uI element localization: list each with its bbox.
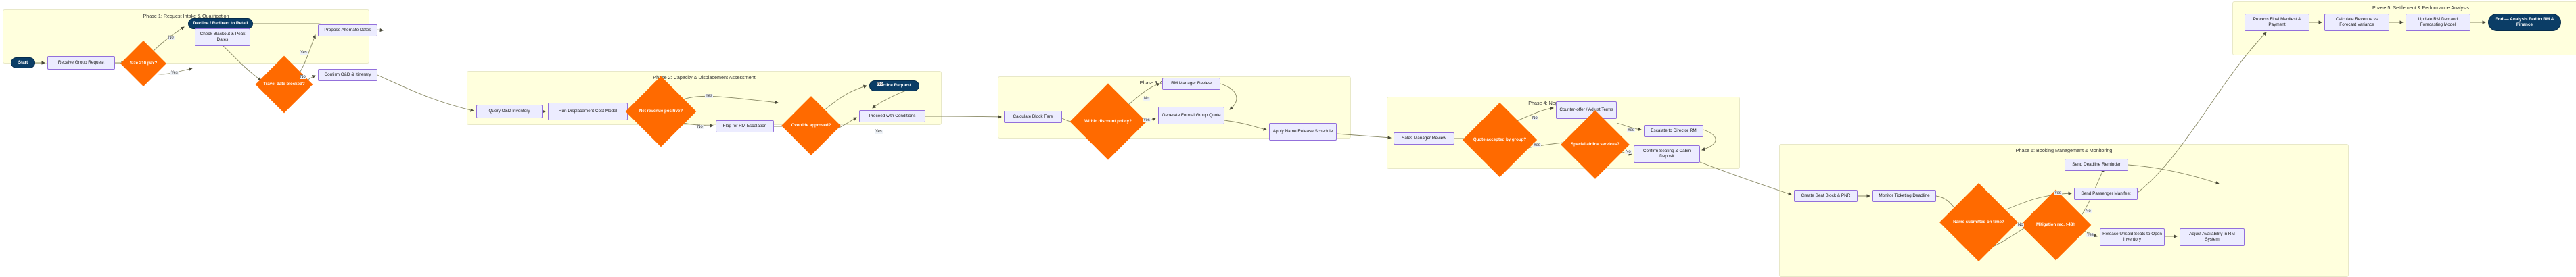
- decision-label: Special airline services?: [1571, 142, 1619, 147]
- process-node-blackout[interactable]: Check Blackout & Peak Dates: [195, 28, 250, 46]
- process-node-release[interactable]: Release Unsold Seats to Open Inventory: [2100, 228, 2165, 246]
- edge-label-e3: Yes: [300, 51, 308, 55]
- process-node-blockfare[interactable]: Calculate Block Fare: [1004, 111, 1062, 123]
- decision-label: Name submitted on time?: [1953, 220, 2004, 225]
- process-node-genquote[interactable]: Generate Formal Group Quote: [1158, 107, 1224, 124]
- decision-node-override[interactable]: Override approved?: [781, 96, 841, 155]
- process-node-proceed[interactable]: Proceed with Conditions: [859, 110, 925, 122]
- decision-label: Quote accepted by group?: [1473, 137, 1527, 143]
- edge-label-e18: No: [2085, 209, 2092, 213]
- process-node-calcrev[interactable]: Calculate Revenue vs Forecast Variance: [2324, 14, 2389, 31]
- decision-node-netrev[interactable]: Net revenue positive?: [625, 76, 697, 147]
- decision-label: Mitigation rec. >48h: [2036, 222, 2075, 228]
- edge-label-e11: No: [1532, 116, 1538, 120]
- edge-label-e17: Yes: [2086, 233, 2094, 237]
- edge-label-e16: No: [2017, 223, 2024, 227]
- decision-node-namesat[interactable]: Name submitted on time?: [1939, 183, 2018, 261]
- edge-label-e9: No: [1143, 97, 1150, 101]
- decision-label: Net revenue positive?: [639, 109, 683, 114]
- edge-label-e4: No: [300, 75, 306, 79]
- process-node-inv[interactable]: Query O&D Inventory: [476, 105, 543, 118]
- process-node-rmrev[interactable]: RM Manager Review: [1162, 78, 1220, 90]
- process-node-receive[interactable]: Receive Group Request: [47, 56, 115, 70]
- decision-label: Within discount policy?: [1084, 119, 1132, 124]
- edge-label-e6: No: [697, 125, 704, 129]
- edge-label-e2: Yes: [170, 71, 179, 75]
- process-node-dispm[interactable]: Run Displacement Cost Model: [548, 103, 628, 120]
- decision-node-quoteacc[interactable]: Quote accepted by group?: [1462, 102, 1538, 178]
- edge-label-e5: Yes: [705, 94, 713, 98]
- process-node-counter[interactable]: Counter-offer / Adjust Terms: [1556, 101, 1617, 119]
- decision-label: Size ≥10 pax?: [129, 61, 158, 66]
- phase-title: Phase 2: Capacity & Displacement Assessm…: [653, 74, 756, 80]
- edge-label-e14: No: [1625, 150, 1632, 154]
- decision-node-size[interactable]: Size ≥10 pax?: [120, 41, 166, 86]
- process-node-applyrules[interactable]: Apply Name Release Schedule: [1269, 123, 1337, 141]
- decision-label: Travel date blocked?: [263, 82, 305, 87]
- phase-container-p1: Phase 1: Request Intake & Qualification: [3, 9, 369, 64]
- decision-node-special[interactable]: Special airline services?: [1561, 110, 1630, 179]
- edge-label-e7: No: [877, 82, 883, 86]
- edge-label-e10: Yes: [1143, 118, 1151, 122]
- process-node-alt[interactable]: Propose Alternate Dates: [318, 24, 377, 36]
- process-node-confirmseat[interactable]: Confirm Seating & Cabin Deposit: [1634, 145, 1700, 163]
- process-node-ticketing[interactable]: Monitor Ticketing Deadline: [1872, 190, 1936, 202]
- decision-node-discount[interactable]: Within discount policy?: [1070, 83, 1147, 160]
- edge-label-e1: No: [168, 36, 175, 40]
- process-node-seatdead[interactable]: Send Deadline Reminder: [2065, 159, 2128, 171]
- process-node-pnr[interactable]: Create Seat Block & PNR: [1794, 190, 1858, 202]
- edge-label-e13: Yes: [1627, 128, 1635, 132]
- terminator-node-endnode[interactable]: End — Analysis Fed to RM & Finance: [2488, 14, 2561, 31]
- process-node-flagrm[interactable]: Flag for RM Escalation: [716, 120, 774, 132]
- process-node-salesmgr[interactable]: Sales Manager Review: [1394, 132, 1454, 145]
- edge-label-e15: Yes: [2054, 191, 2062, 195]
- process-node-confirm[interactable]: Confirm O&D & Itinerary: [318, 69, 377, 81]
- phase-title: Phase 6: Booking Management & Monitoring: [2015, 147, 2113, 153]
- process-node-updatemodel[interactable]: Update RM Demand Forecasting Model: [2406, 14, 2470, 31]
- edge-label-e12: Yes: [1533, 143, 1541, 147]
- edge-label-e8: Yes: [875, 130, 883, 134]
- phase-title: Phase 1: Request Intake & Qualification: [143, 13, 229, 19]
- process-node-escalate[interactable]: Escalate to Director RM: [1644, 125, 1703, 137]
- process-node-reissue[interactable]: Adjust Availability in RM System: [2180, 228, 2245, 246]
- decision-label: Override approved?: [791, 123, 831, 128]
- decision-node-mitigate[interactable]: Mitigation rec. >48h: [2020, 189, 2092, 261]
- terminator-node-decline1[interactable]: Decline / Redirect to Retail: [188, 18, 253, 29]
- terminator-node-start[interactable]: Start: [11, 57, 35, 68]
- phase-title: Phase 5: Settlement & Performance Analys…: [2372, 5, 2470, 11]
- process-node-mannifest[interactable]: Send Passenger Manifest: [2074, 188, 2138, 200]
- process-node-finalrec[interactable]: Process Final Manifest & Payment: [2245, 14, 2309, 31]
- decision-node-blocked[interactable]: Travel date blocked?: [255, 55, 313, 114]
